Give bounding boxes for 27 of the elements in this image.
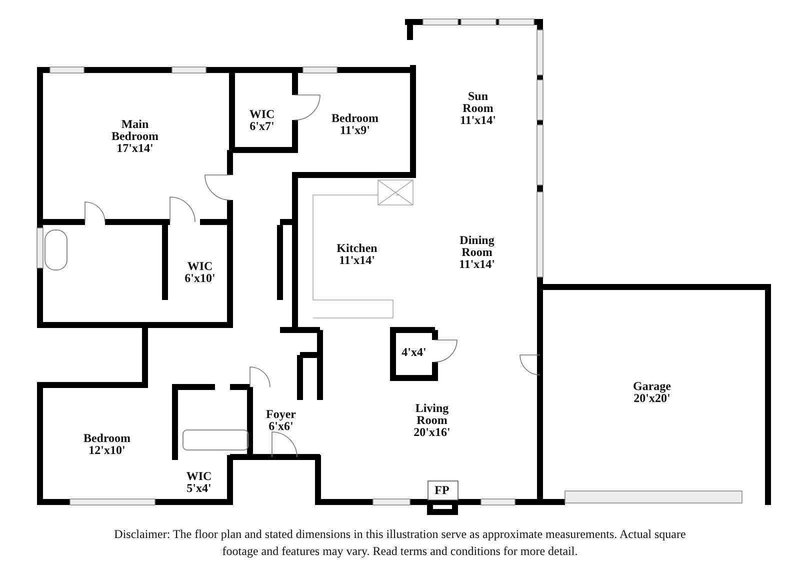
room-dimension: 11'x14' xyxy=(339,254,375,266)
room-label: Living Room xyxy=(414,402,450,426)
room-label: WIC xyxy=(249,108,275,120)
room-label: Dining Room xyxy=(458,234,496,258)
room-label: Bedroom xyxy=(331,112,379,124)
room-dimension: 20'x16' xyxy=(414,426,450,438)
room-dimension: 11'x14' xyxy=(459,258,495,270)
room-dimension: 5'x4' xyxy=(186,482,212,494)
room-dimension: 20'x20' xyxy=(634,392,670,404)
room-dimension: 6'x7' xyxy=(250,120,274,132)
room-label: Bedroom xyxy=(83,432,131,444)
room-dimension: 17'x14' xyxy=(116,142,154,154)
room-dimension: 12'x10' xyxy=(88,444,126,456)
room-label: Kitchen xyxy=(336,242,378,254)
room-dimension: 4'x4' xyxy=(402,346,426,358)
room-dimension: 11'x14' xyxy=(460,114,496,126)
room-dimension: 11'x9' xyxy=(340,124,370,136)
room-label: FP xyxy=(434,484,450,496)
disclaimer-note: Disclaimer: The floor plan and stated dimensions in this illustration serve as approximate measurements. Actual square footage and features may vary. Read terms and conditions for more detail. xyxy=(113,526,687,560)
room-label: Sun Room xyxy=(462,90,494,114)
room-dimension: 6'x6' xyxy=(268,420,294,432)
room-label: Garage xyxy=(633,380,671,392)
room-label: Foyer xyxy=(266,408,296,420)
room-label: Main Bedroom xyxy=(110,118,160,142)
room-dimension: 6'x10' xyxy=(184,272,216,284)
room-label: WIC xyxy=(187,260,213,272)
room-label: WIC xyxy=(186,470,212,482)
